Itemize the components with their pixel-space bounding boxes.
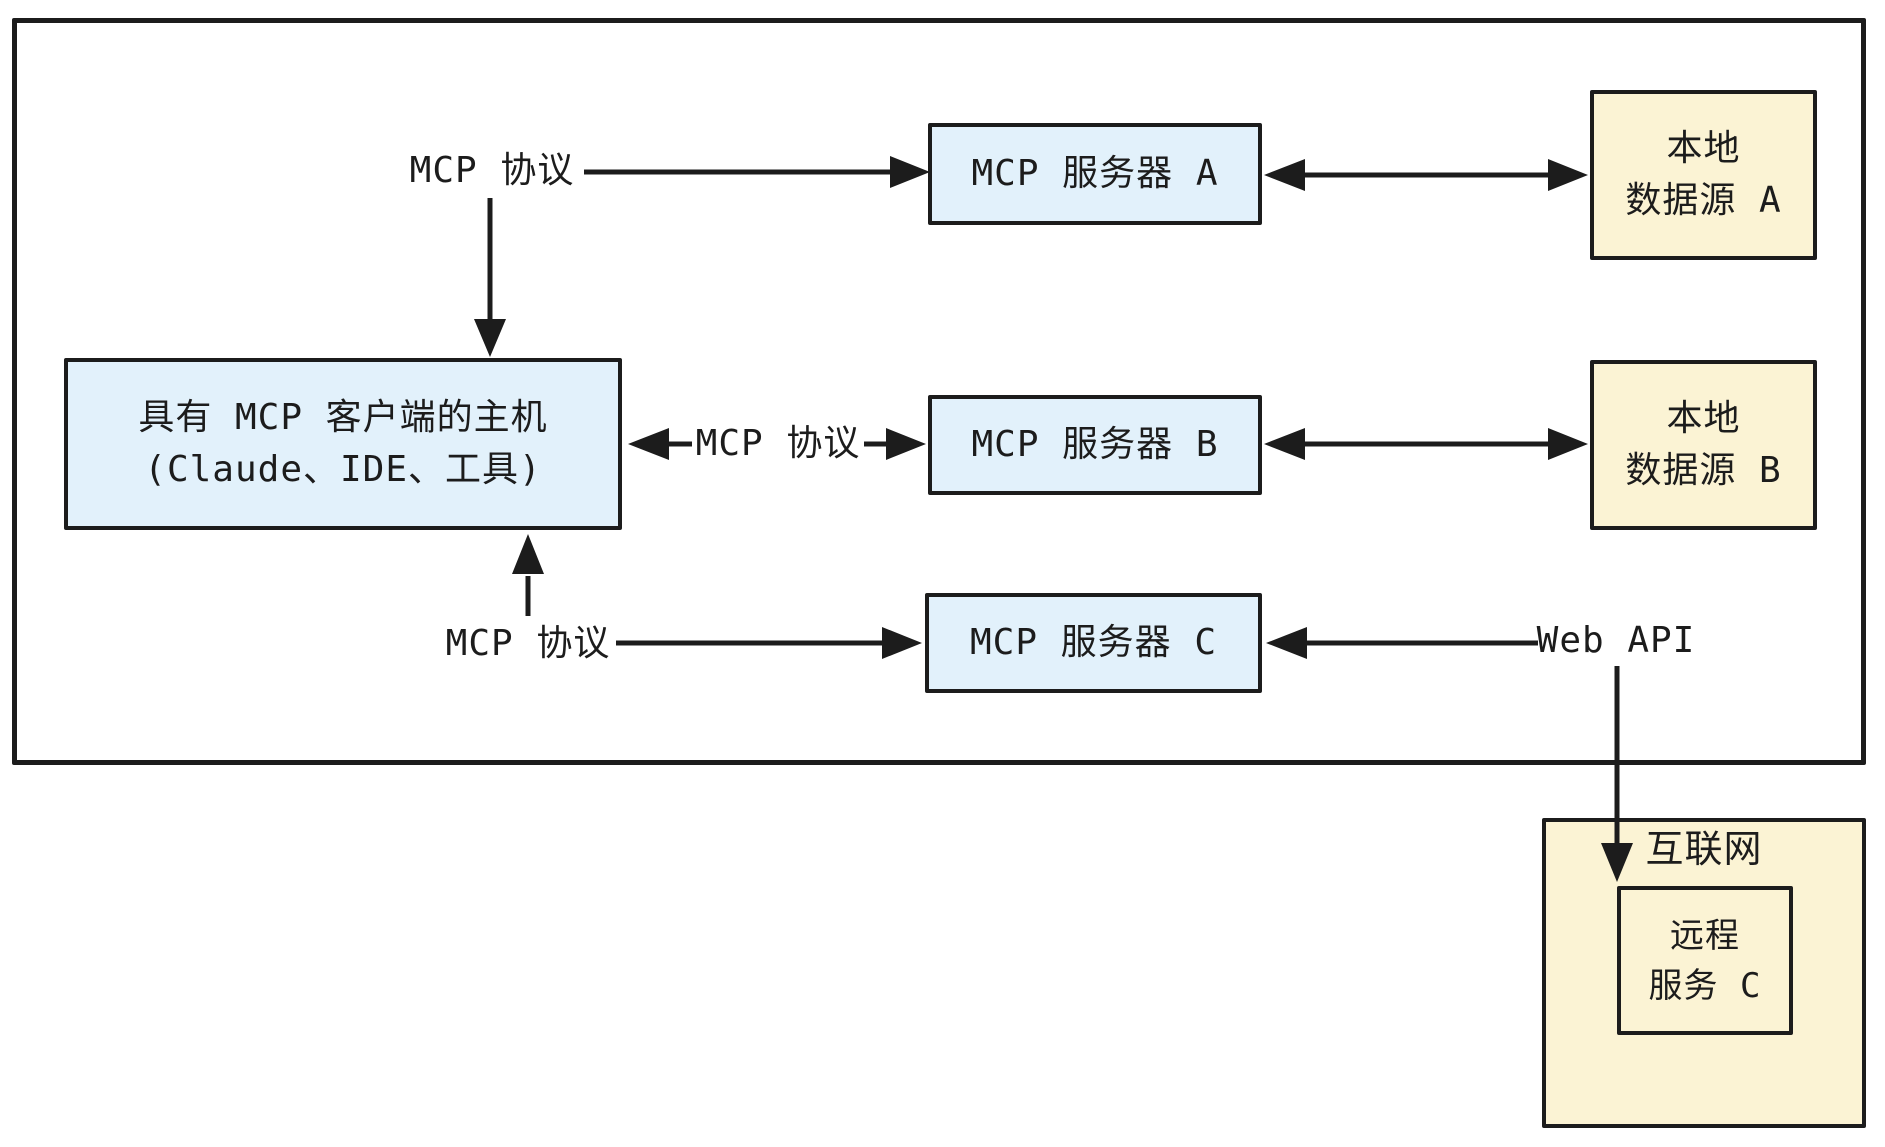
mcp-server-c-label: MCP 服务器 C	[969, 622, 1218, 663]
mcp-server-b-label: MCP 服务器 B	[971, 424, 1219, 465]
mcp-server-a-box: MCP 服务器 A	[928, 123, 1262, 225]
mcp-server-b-box: MCP 服务器 B	[928, 395, 1262, 495]
internet-label: 互联网	[1645, 827, 1763, 871]
web-api-label: Web API	[1536, 620, 1696, 661]
remote-service-c-line2: 服务 C	[1648, 965, 1762, 1006]
local-data-source-b-box: 本地 数据源 B	[1590, 360, 1817, 530]
local-data-source-a-line2: 数据源 A	[1625, 180, 1782, 221]
mcp-protocol-label-bottom: MCP 协议	[445, 623, 611, 664]
host-label-line1: 具有 MCP 客户端的主机	[138, 397, 548, 438]
local-data-source-a-box: 本地 数据源 A	[1590, 90, 1817, 260]
host-label-line2: (Claude、IDE、工具)	[144, 449, 542, 490]
mcp-server-c-box: MCP 服务器 C	[925, 593, 1262, 693]
local-data-source-b-line1: 本地	[1666, 398, 1741, 439]
remote-service-c-line1: 远程	[1670, 915, 1740, 956]
mcp-server-a-label: MCP 服务器 A	[971, 153, 1219, 194]
mcp-protocol-label-middle: MCP 协议	[695, 423, 861, 464]
mcp-protocol-label-top: MCP 协议	[409, 150, 575, 191]
computer-boundary-rect	[12, 18, 1866, 765]
internet-box	[1542, 818, 1866, 1128]
host-box: 具有 MCP 客户端的主机 (Claude、IDE、工具)	[64, 358, 622, 530]
remote-service-c-box: 远程 服务 C	[1617, 886, 1793, 1035]
local-data-source-b-line2: 数据源 B	[1625, 450, 1782, 491]
local-data-source-a-line1: 本地	[1666, 128, 1741, 169]
